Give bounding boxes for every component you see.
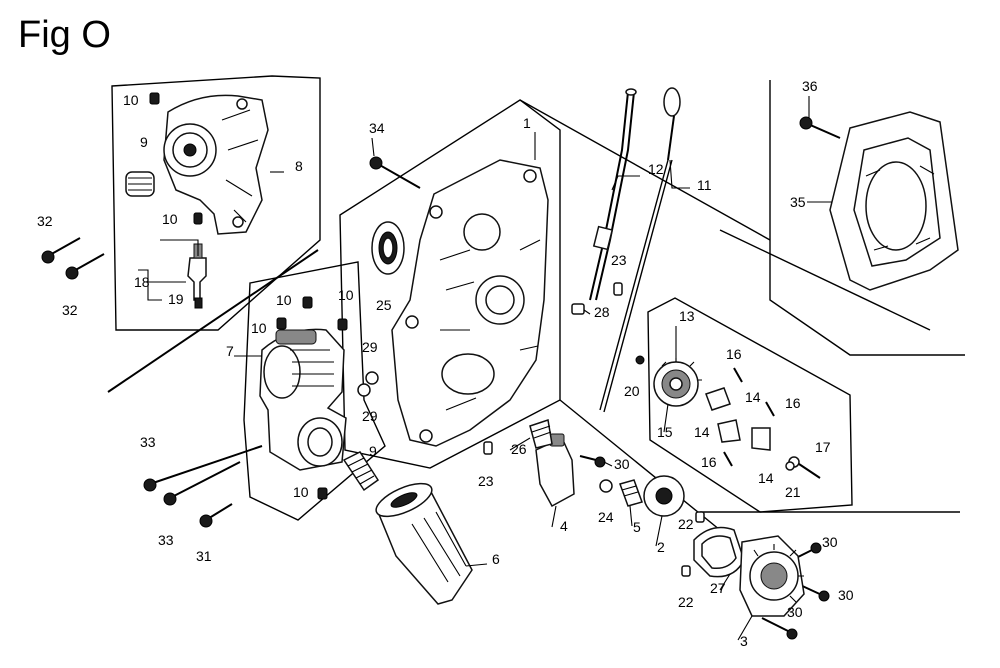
part-number-label: 30 xyxy=(787,604,803,620)
part-33-long-bolts xyxy=(143,445,263,506)
part-number-label: 32 xyxy=(62,302,78,318)
part-number-label: 21 xyxy=(785,484,801,500)
part-number-label: 35 xyxy=(790,194,806,210)
part-number-label: 27 xyxy=(710,580,726,596)
part-9-spring-lower xyxy=(342,451,380,492)
part-number-label: 9 xyxy=(369,443,377,459)
part-number-label: 29 xyxy=(362,339,378,355)
part-number-label: 18 xyxy=(134,274,150,290)
part-number-label: 22 xyxy=(678,594,694,610)
part-number-label: 15 xyxy=(657,424,673,440)
part-16-pins xyxy=(723,367,775,467)
part-28-clip xyxy=(571,303,585,315)
part-number-label: 31 xyxy=(196,548,212,564)
part-number-label: 4 xyxy=(560,518,568,534)
part-number-label: 25 xyxy=(376,297,392,313)
leader-lines xyxy=(138,96,832,641)
part-number-label: 16 xyxy=(785,395,801,411)
part-number-label: 10 xyxy=(123,92,139,108)
part-number-label: 23 xyxy=(478,473,494,489)
group-outlines xyxy=(107,75,965,531)
part-number-label: 32 xyxy=(37,213,53,229)
part-34-bolt xyxy=(369,156,421,189)
part-5-spring xyxy=(619,479,643,507)
part-23-dowels xyxy=(483,282,623,455)
part-number-label: 6 xyxy=(492,551,500,567)
part-24-ball xyxy=(599,479,613,493)
part-36-bolt xyxy=(799,116,841,139)
part-number-label: 14 xyxy=(745,389,761,405)
part-number-label: 10 xyxy=(338,287,354,303)
part-32-bolts xyxy=(41,237,105,280)
figure-title: Fig O xyxy=(18,14,111,56)
part-number-label: 10 xyxy=(276,292,292,308)
part-number-label: 30 xyxy=(838,587,854,603)
part-number-label: 22 xyxy=(678,516,694,532)
part-number-label: 1 xyxy=(523,115,531,131)
part-number-label: 19 xyxy=(168,291,184,307)
part-11-dipstick xyxy=(599,87,681,413)
part-number-label: 26 xyxy=(511,441,527,457)
part-number-label: 14 xyxy=(694,424,710,440)
part-number-label: 24 xyxy=(598,509,614,525)
part-number-label: 11 xyxy=(697,177,712,193)
part-number-label: 16 xyxy=(701,454,717,470)
part-29-o-rings xyxy=(357,371,379,397)
part-number-label: 17 xyxy=(815,439,831,455)
part-number-label: 33 xyxy=(158,532,174,548)
part-number-label: 3 xyxy=(740,633,748,649)
part-21-washer xyxy=(785,461,795,471)
part-27-gasket xyxy=(693,526,745,578)
part-number-label: 28 xyxy=(594,304,610,320)
part-9-spring-upper xyxy=(125,171,155,197)
part-3-pump-cover xyxy=(739,535,805,617)
part-8-cover xyxy=(163,94,269,235)
part-number-label: 10 xyxy=(293,484,309,500)
part-35-cover-plate xyxy=(829,111,959,291)
part-number-label: 23 xyxy=(611,252,627,268)
part-number-label: 14 xyxy=(758,470,774,486)
part-number-label: 33 xyxy=(140,434,156,450)
part-7-oil-cooler xyxy=(259,328,347,471)
part-12-dipstick-tube xyxy=(589,88,637,301)
part-1-crankcase-cover xyxy=(391,159,549,447)
part-10-plugs-upper xyxy=(149,92,203,225)
part-10-plugs-cooler xyxy=(276,296,348,500)
part-25-oil-seal xyxy=(371,221,405,275)
part-number-label: 36 xyxy=(802,78,818,94)
part-number-label: 13 xyxy=(679,308,695,324)
part-18-19-sensor xyxy=(187,243,207,309)
part-number-label: 12 xyxy=(648,161,664,177)
part-number-label: 9 xyxy=(140,134,148,150)
part-number-label: 2 xyxy=(657,539,665,555)
part-number-label: 20 xyxy=(624,383,640,399)
part-number-label: 34 xyxy=(369,120,385,136)
part-number-label: 29 xyxy=(362,408,378,424)
part-15-governor-gear xyxy=(653,358,702,407)
part-number-label: 8 xyxy=(295,158,303,174)
part-number-label: 5 xyxy=(633,519,641,535)
part-number-label: 10 xyxy=(251,320,267,336)
part-number-label: 7 xyxy=(226,343,234,359)
part-6-oil-filter xyxy=(375,482,473,605)
part-14-weights xyxy=(705,387,771,451)
part-26-spring xyxy=(529,419,553,449)
part-number-label: 10 xyxy=(162,211,178,227)
part-2-rotor xyxy=(643,475,685,517)
part-20-washer xyxy=(635,355,645,365)
part-number-label: 16 xyxy=(726,346,742,362)
part-number-label: 30 xyxy=(822,534,838,550)
part-number-label: 30 xyxy=(614,456,630,472)
part-22-dowels xyxy=(681,511,705,577)
part-31-bolt xyxy=(199,503,233,528)
